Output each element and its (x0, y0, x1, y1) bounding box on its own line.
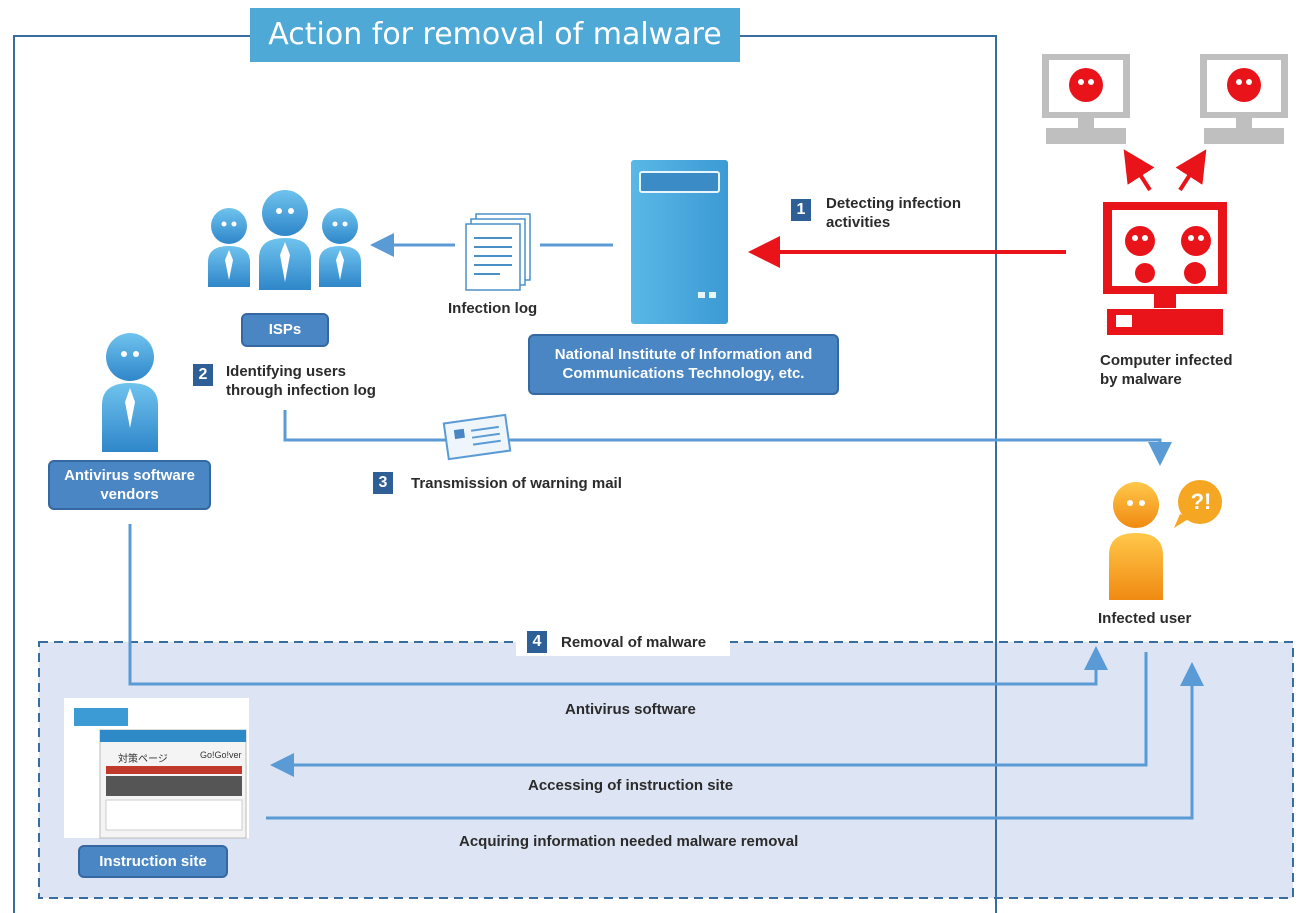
infection-log-documents-icon (465, 213, 531, 291)
spread-arrow-left (1123, 149, 1155, 192)
action-frame (13, 35, 997, 913)
accessing-site-label: Accessing of instruction site (528, 777, 734, 794)
spread-arrow-right (1175, 149, 1207, 192)
infected-user-label: Infected user (1098, 610, 1192, 627)
instruction-site-label-box: Instruction site (78, 845, 228, 878)
instruction-site-screenshot (64, 698, 249, 839)
acquiring-info-arrow (266, 662, 1204, 820)
isps-people-icon (208, 190, 361, 290)
warning-mail-arrow (283, 410, 1172, 466)
step-4-label-bg (516, 628, 730, 656)
isps-label-box: ISPs (241, 313, 329, 347)
acquiring-info-label: Acquiring information needed malware rem… (459, 833, 799, 850)
user-confusion-badge: ?! (1190, 489, 1212, 514)
nict-server-icon (631, 160, 728, 324)
spread-computer-left-icon (1042, 54, 1130, 144)
infected-computer-icon (1103, 202, 1227, 335)
step-1-number: 1 (791, 199, 811, 221)
step-2-number: 2 (193, 364, 213, 386)
site-thumbnail-logo: Go!Go!ver (200, 750, 242, 760)
antivirus-software-label: Antivirus software (565, 701, 696, 718)
step-3-number: 3 (373, 472, 393, 494)
step-3-label: Transmission of warning mail (411, 475, 622, 492)
infection-log-label: Infection log (448, 300, 538, 317)
diagram-title: Action for removal of malware (250, 8, 740, 62)
step-4-label: Removal of malware (561, 634, 707, 651)
question-exclaim-bubble-icon (1174, 480, 1222, 528)
antivirus-software-arrow (128, 524, 1108, 686)
accessing-site-arrow (270, 652, 1148, 777)
step-4-number: 4 (527, 631, 547, 653)
spread-computer-right-icon (1200, 54, 1288, 144)
infected-user-icon (1109, 482, 1163, 600)
antivirus-vendor-person-icon (102, 333, 158, 452)
warning-mail-envelope-icon (442, 413, 512, 461)
site-thumbnail-title: 対策ページ (118, 754, 168, 765)
